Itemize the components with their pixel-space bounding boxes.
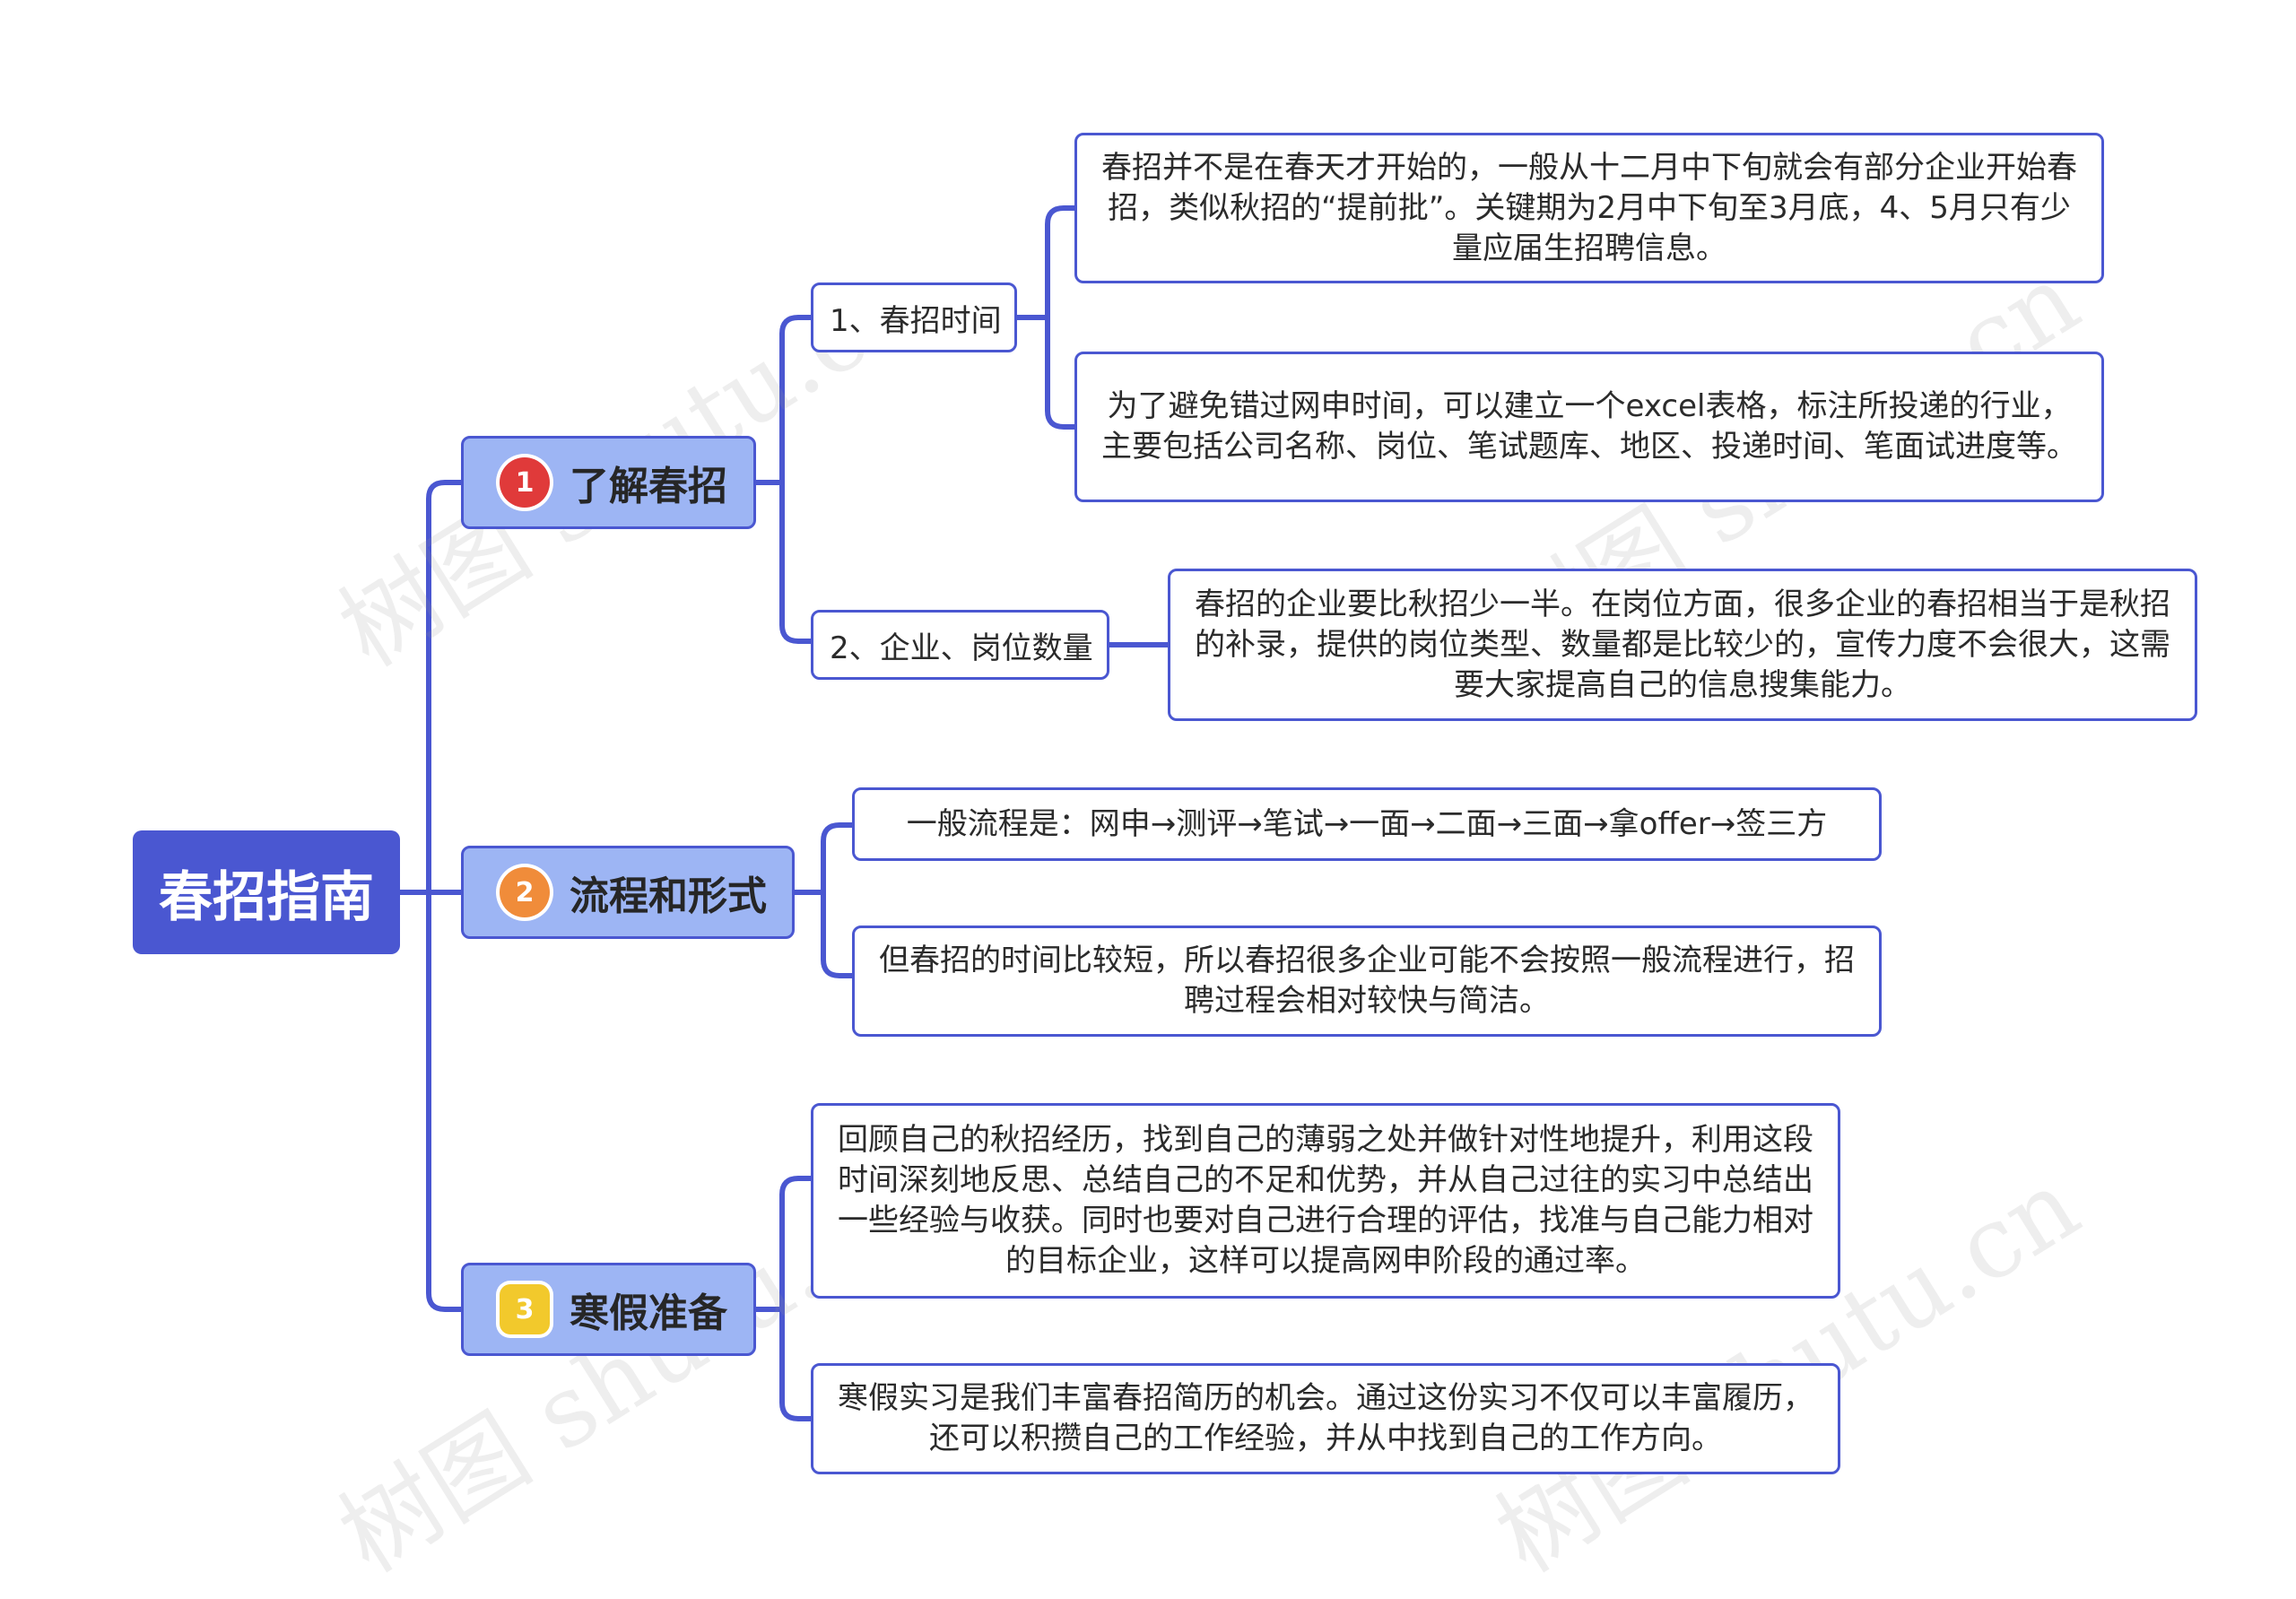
leaf-node[interactable]: 回顾自己的秋招经历，找到自己的薄弱之处并做针对性地提升，利用这段时间深刻地反思、… <box>811 1103 1840 1299</box>
leaf-node[interactable]: 寒假实习是我们丰富春招简历的机会。通过这份实习不仅可以丰富履历，还可以积攒自己的… <box>811 1363 1840 1474</box>
leaf-text: 回顾自己的秋招经历，找到自己的薄弱之处并做针对性地提升，利用这段时间深刻地反思、… <box>838 1122 1813 1279</box>
sub-node-company-count[interactable]: 2、企业、岗位数量 <box>811 610 1109 680</box>
leaf-text: 寒假实习是我们丰富春招简历的机会。通过这份实习不仅可以丰富履历，还可以积攒自己的… <box>838 1380 1813 1456</box>
sub1-connector <box>1014 205 1077 430</box>
root-connector <box>397 480 464 1312</box>
sub-label: 2、企业、岗位数量 <box>830 630 1093 666</box>
leaf-text: 春招的企业要比秋招少一半。在岗位方面，很多企业的春招相当于是秋招的补录，提供的岗… <box>1195 586 2170 703</box>
root-title: 春招指南 <box>159 865 374 929</box>
branch1-connector <box>753 315 813 644</box>
leaf-text: 但春招的时间比较短，所以春招很多企业可能不会按照一般流程进行，招聘过程会相对较快… <box>879 943 1855 1019</box>
leaf-node[interactable]: 但春招的时间比较短，所以春招很多企业可能不会按照一般流程进行，招聘过程会相对较快… <box>852 926 1882 1037</box>
leaf-text: 春招并不是在春天才开始的，一般从十二月中下旬就会有部分企业开始春招，类似秋招的“… <box>1101 149 2077 266</box>
branch2-connector <box>792 822 855 978</box>
number-1-icon: 1 <box>500 457 550 508</box>
branch-label: 流程和形式 <box>570 873 767 919</box>
leaf-text: 一般流程是：网申→测评→笔试→一面→二面→三面→拿offer→签三方 <box>906 805 1828 842</box>
sub-label: 1、春招时间 <box>830 302 1002 339</box>
number-2-icon: 2 <box>500 867 550 917</box>
leaf-node[interactable]: 一般流程是：网申→测评→笔试→一面→二面→三面→拿offer→签三方 <box>852 787 1882 861</box>
branch-node-2[interactable]: 2 流程和形式 <box>461 846 795 939</box>
leaf-node[interactable]: 为了避免错过网申时间，可以建立一个excel表格，标注所投递的行业，主要包括公司… <box>1074 352 2104 502</box>
branch-label: 了解春招 <box>570 464 727 509</box>
branch3-connector <box>753 1176 813 1421</box>
leaf-node[interactable]: 春招的企业要比秋招少一半。在岗位方面，很多企业的春招相当于是秋招的补录，提供的岗… <box>1168 569 2197 721</box>
sub-node-spring-time[interactable]: 1、春招时间 <box>811 282 1017 352</box>
number-3-icon: 3 <box>500 1284 550 1334</box>
root-node[interactable]: 春招指南 <box>133 830 400 954</box>
leaf-node[interactable]: 春招并不是在春天才开始的，一般从十二月中下旬就会有部分企业开始春招，类似秋招的“… <box>1074 133 2104 283</box>
branch-node-1[interactable]: 1 了解春招 <box>461 436 756 529</box>
leaf-text: 为了避免错过网申时间，可以建立一个excel表格，标注所投递的行业，主要包括公司… <box>1101 388 2077 465</box>
branch-node-3[interactable]: 3 寒假准备 <box>461 1263 756 1356</box>
branch-label: 寒假准备 <box>570 1290 727 1336</box>
